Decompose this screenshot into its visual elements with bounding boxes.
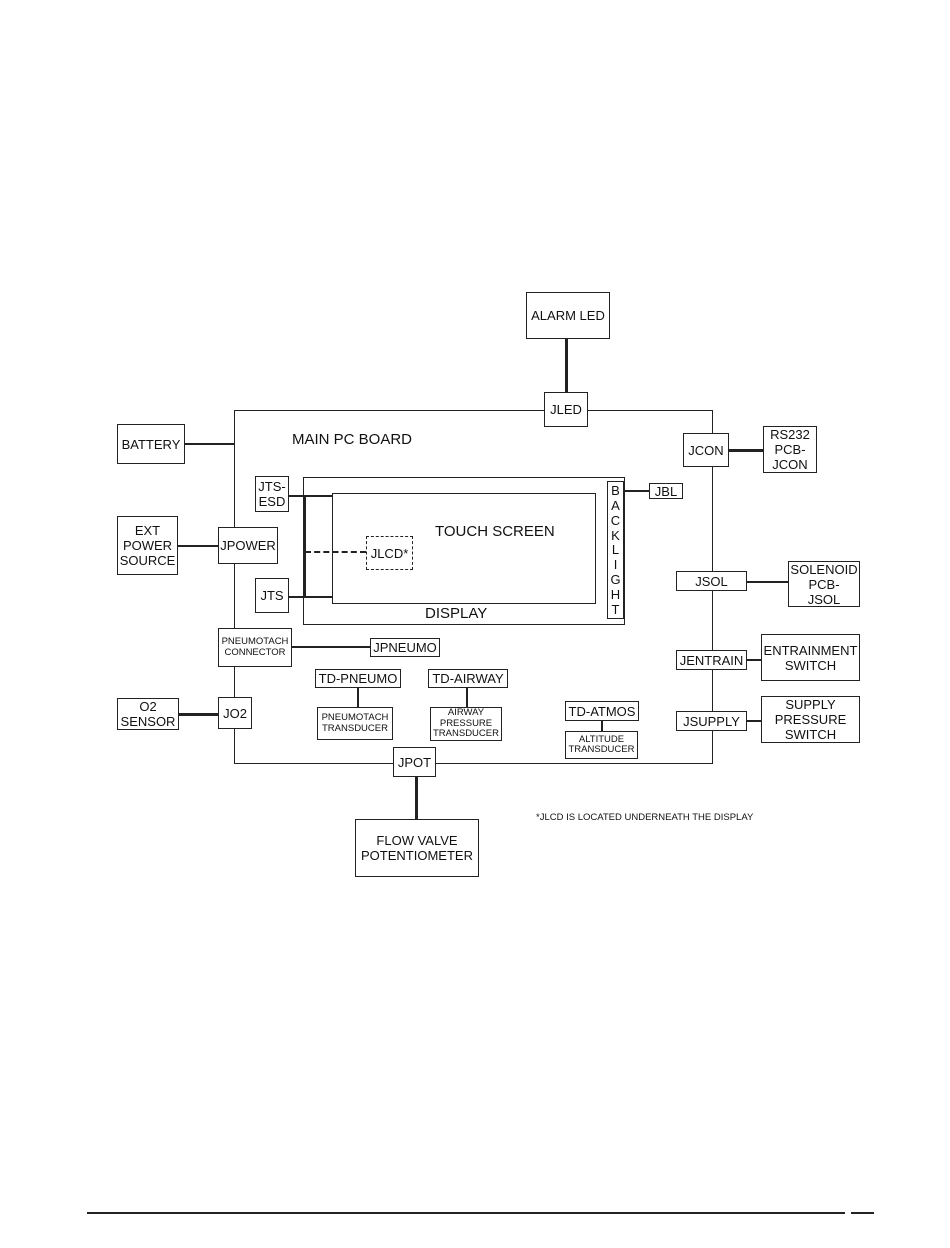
line-jpot-flowvalve — [415, 775, 418, 820]
jsol-connector: JSOL — [676, 571, 747, 591]
td-airway-box: TD-AIRWAY — [428, 669, 508, 688]
ext-power-source-box: EXT POWER SOURCE — [117, 516, 178, 575]
supply-pressure-switch-box: SUPPLY PRESSURE SWITCH — [761, 696, 860, 743]
line-tdatmos-transducer — [601, 720, 603, 732]
footer-rule-short — [851, 1212, 874, 1214]
altitude-transducer-box: ALTITUDE TRANSDUCER — [565, 731, 638, 759]
backlight-letter: L — [611, 542, 620, 558]
o2-sensor-box: O2 SENSOR — [117, 698, 179, 730]
td-atmos-box: TD-ATMOS — [565, 701, 639, 721]
line-jlcd-dashed — [305, 551, 366, 553]
jpower-connector: JPOWER — [218, 527, 278, 564]
footer-rule — [87, 1212, 845, 1214]
backlight-letter: A — [611, 497, 620, 513]
line-battery-board — [184, 443, 234, 445]
backlight-letter: T — [611, 602, 620, 618]
pneumotach-transducer-box: PNEUMOTACH TRANSDUCER — [317, 707, 393, 740]
td-pneumo-box: TD-PNEUMO — [315, 669, 401, 688]
display-label: DISPLAY — [425, 605, 488, 622]
backlight-letter: C — [610, 512, 621, 528]
line-jtsesd-touch — [288, 495, 333, 497]
line-extpower-jpower — [177, 545, 219, 547]
backlight-letter: G — [610, 572, 621, 588]
touch-screen — [332, 493, 596, 604]
airway-pressure-transducer-box: AIRWAY PRESSURE TRANSDUCER — [430, 707, 502, 741]
flow-valve-potentiometer-box: FLOW VALVE POTENTIOMETER — [355, 819, 479, 877]
line-backlight-jbl — [624, 490, 649, 492]
solenoid-pcb-box: SOLENOID PCB- JSOL — [788, 561, 860, 607]
line-o2-jo2 — [178, 713, 219, 716]
line-alarm-jled — [565, 339, 568, 392]
jts-esd-connector: JTS- ESD — [255, 476, 289, 512]
jentrain-connector: JENTRAIN — [676, 650, 747, 670]
main-pc-board-label: MAIN PC BOARD — [292, 431, 413, 448]
line-tdpneumo-transducer — [357, 687, 359, 708]
jts-connector: JTS — [255, 578, 289, 613]
backlight-letter: B — [611, 482, 620, 498]
jpneumo-connector: JPNEUMO — [370, 638, 440, 657]
display-frame — [303, 477, 625, 625]
entrainment-switch-box: ENTRAINMENT SWITCH — [761, 634, 860, 681]
jsupply-connector: JSUPPLY — [676, 711, 747, 731]
backlight-letter: K — [611, 527, 620, 543]
line-jentrain-switch — [747, 659, 762, 661]
battery-box: BATTERY — [117, 424, 185, 464]
alarm-led-box: ALARM LED — [526, 292, 610, 339]
jbl-connector: JBL — [649, 483, 683, 499]
footnote: *JLCD IS LOCATED UNDERNEATH THE DISPLAY — [536, 812, 754, 823]
line-pneumoconn-jpneumo — [292, 646, 370, 648]
rs232-pcb-box: RS232 PCB- JCON — [763, 426, 817, 473]
pneumotach-connector: PNEUMOTACH CONNECTOR — [218, 628, 292, 667]
line-jcon-rs232 — [728, 449, 763, 452]
line-tdairway-transducer — [466, 687, 468, 708]
jpot-connector: JPOT — [393, 747, 436, 777]
jo2-connector: JO2 — [218, 697, 252, 729]
line-jsol-solenoid — [747, 581, 789, 583]
touch-screen-label: TOUCH SCREEN — [435, 523, 555, 540]
backlight-letter: H — [610, 587, 621, 603]
backlight-letter: I — [613, 557, 618, 573]
jled-connector: JLED — [544, 392, 588, 427]
line-board-left-upper — [304, 495, 306, 598]
line-jsupply-switch — [747, 720, 762, 722]
jcon-connector: JCON — [683, 433, 729, 467]
jlcd-connector: JLCD* — [366, 536, 413, 570]
line-jts-touch — [288, 596, 333, 598]
